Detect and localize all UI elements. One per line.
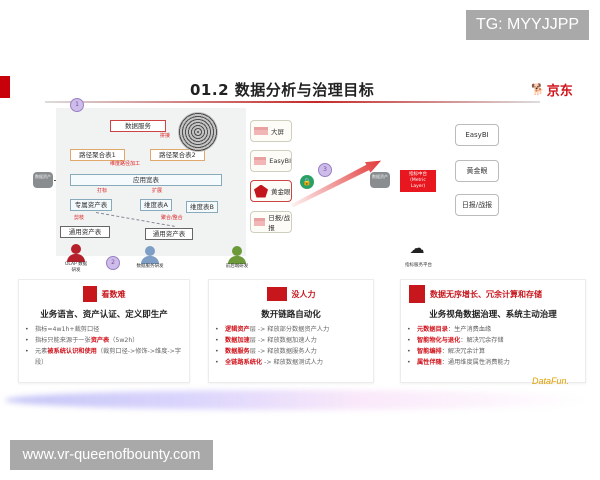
cloud-computer-icon: ☁ <box>409 239 425 257</box>
service-platform-label: 指标服务平台 <box>405 263 432 268</box>
card-title: 业务视角数据治理、系统主动治理 <box>429 310 557 320</box>
pentagon-icon <box>254 184 268 198</box>
datafun-logo: DataFun. <box>532 376 570 386</box>
label-dimension-path: 维度路径加工 <box>110 161 141 167</box>
jd-dog-icon: 🐕 <box>531 83 545 96</box>
card-title: 数开链路自动化 <box>261 310 321 320</box>
role-label: 前后端研发 <box>225 264 249 269</box>
app-wide-table: 应用宽表 <box>70 174 222 186</box>
stacked-books-icon <box>409 285 425 303</box>
role-label: 数据服务研发 <box>136 264 164 269</box>
list-item: •逻辑资产层 -> 释放部分数据资产人力 <box>215 326 330 333</box>
common-asset-table-2: 通用资产表 <box>145 228 193 240</box>
database-icon: 数据资产 <box>370 172 390 188</box>
card-hard-to-view-data: 看数难 业务语言、资产认证、定义即生产 •指标=4w1h+裁剪口径 •指标只能来… <box>18 279 190 383</box>
slide-title: 01.2 数据分析与治理目标 <box>190 81 375 99</box>
output-golden-eye: 黄金眼 <box>455 160 499 182</box>
common-asset-table-1: 通用资产表 <box>60 226 110 238</box>
list-item: •属性伴随：通用维度属性消费能力 <box>407 359 510 366</box>
label-expand: 扩展 <box>152 188 163 194</box>
jd-logo: 🐕 京东 <box>531 80 573 99</box>
list-item: •指标只能来源于一张资产表（5w2h） <box>25 337 139 344</box>
card-tag: 看数难 <box>101 289 126 299</box>
person-icon <box>145 246 155 256</box>
list-item: •指标=4w1h+裁剪口径 <box>25 326 100 333</box>
path-table-2: 路径聚合表2 <box>150 149 205 161</box>
path-table-1: 路径聚合表1 <box>70 149 125 161</box>
card-title: 业务语言、资产认证、定义即生产 <box>40 310 168 320</box>
computer-icon <box>82 286 97 302</box>
title-divider <box>45 101 540 103</box>
list-item: •智能物化与退化：解决冗余存储 <box>407 337 504 344</box>
watermark-top: TG: MYYJJPP <box>466 10 589 40</box>
dashboard-icon <box>254 218 266 226</box>
list-item: •数据加速层 -> 释放数据加速人力 <box>215 337 317 344</box>
step-badge-3: 3 <box>318 163 332 177</box>
dimension-table-b: 维度表B <box>186 201 218 213</box>
dashboard-icon <box>254 157 267 165</box>
output-daily-report: 日报/战报 <box>250 211 292 233</box>
card-tag: 没人力 <box>291 289 316 299</box>
exclusive-asset-table: 专属资产表 <box>70 199 112 211</box>
dimension-table-a: 维度表A <box>140 199 172 211</box>
complexity-scribble-icon <box>178 112 218 152</box>
role-label: OLAP 数据研发 <box>64 262 88 273</box>
role-olap-developer: OLAP 数据研发 <box>64 244 88 274</box>
output-easybi: EasyBI <box>250 150 292 172</box>
slide-accent-tab <box>0 76 10 98</box>
lock-icon: 🔒 <box>300 175 314 189</box>
output-golden-eye: 黄金眼 <box>250 180 292 202</box>
output-daily-report: 日报/战报 <box>455 194 499 216</box>
label-aggregate: 聚合/整合 <box>161 215 183 221</box>
card-no-manpower: 没人力 数开链路自动化 •逻辑资产层 -> 释放部分数据资产人力 •数据加速层 … <box>208 279 374 383</box>
database-icon: 数据资产 <box>33 172 53 188</box>
card-tag: 数据无序增长、冗余计算和存储 <box>430 289 542 299</box>
output-easybi: EasyBI <box>455 124 499 146</box>
label-combine: 拼接 <box>160 133 171 139</box>
list-item: •元素被系统认识和使用（裁剪口径->修饰->维度->字段） <box>25 348 182 366</box>
book-icon <box>266 287 287 301</box>
label-tag: 打标 <box>97 188 108 194</box>
brand-name: 京东 <box>546 84 573 99</box>
role-data-service-developer: 数据服务研发 <box>130 246 170 270</box>
output-big-screen: 大屏 <box>250 120 292 142</box>
role-fullstack-developer: 前后端研发 <box>220 246 254 270</box>
list-item: •全链路系统化 -> 释放数据测试人力 <box>215 359 323 366</box>
card-data-disorder: 数据无序增长、冗余计算和存储 业务视角数据治理、系统主动治理 •元数据目录：生产… <box>400 279 586 383</box>
label-clip: 剪枝 <box>74 215 85 221</box>
person-icon <box>232 246 242 256</box>
list-item: •数据服务层 -> 释放数据服务人力 <box>215 348 317 355</box>
data-service-box: 数据服务 <box>110 120 166 132</box>
list-item: •智能编排：解决冗余计算 <box>407 348 486 355</box>
step-badge-1: 1 <box>70 98 84 112</box>
list-item: •元数据目录：生产消费血缘 <box>407 326 492 333</box>
person-icon <box>71 244 81 254</box>
dashboard-icon <box>254 127 268 135</box>
watermark-bottom: www.vr-queenofbounty.com <box>10 440 213 470</box>
decorative-swoosh <box>5 390 595 410</box>
step-badge-2: 2 <box>106 256 120 270</box>
metric-platform-box: 指标中台 (Metric Layer) <box>400 170 436 192</box>
